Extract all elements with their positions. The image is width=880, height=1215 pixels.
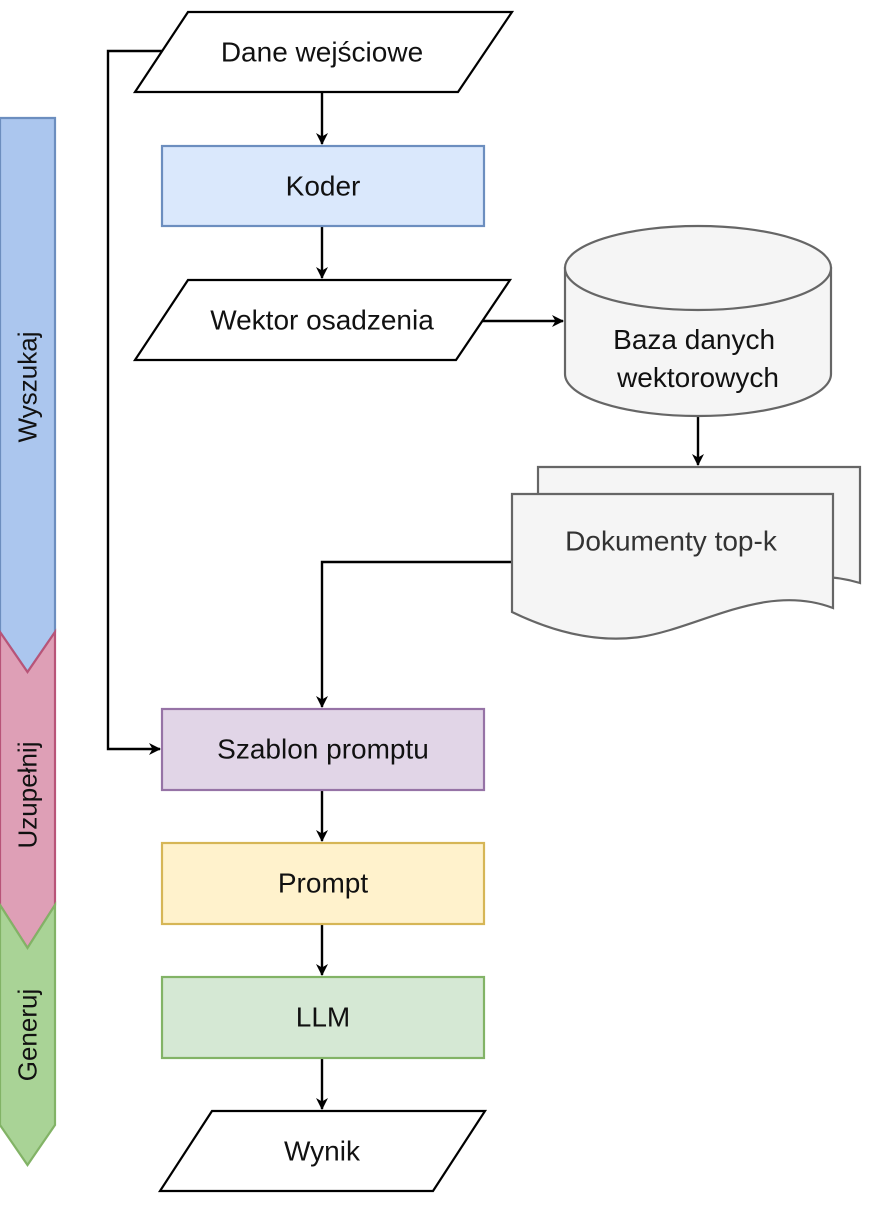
phase-generate: Generuj [0,901,57,1167]
node-vector-db-label-line1: Baza danych [613,324,775,355]
node-vector-db-label-line2: wektorowych [616,362,779,393]
node-topk-docs: Dokumenty top-k [510,465,862,640]
node-input-shape [132,10,515,94]
node-encoder-shape [160,144,486,228]
node-prompt-template-shape [160,707,486,792]
node-prompt: Prompt [160,841,486,926]
phase-augment: Uzupełnij [0,628,57,951]
node-output-shape [157,1109,488,1193]
node-llm-shape [160,975,486,1060]
node-encoder: Koder [160,144,486,228]
node-vector-db-label: Baza danych wektorowych [613,324,783,393]
node-encoder-label: Koder [286,171,361,202]
phase-generate-label: Generuj [13,989,43,1082]
node-llm: LLM [160,975,486,1060]
node-output: Wynik [157,1109,488,1193]
edge-input-to-prompt-template [106,49,162,755]
node-prompt-template: Szablon promptu [160,707,486,792]
node-prompt-template-label: Szablon promptu [217,734,429,765]
node-embedding-label: Wektor osadzenia [210,305,434,336]
node-embedding: Wektor osadzenia [132,278,513,362]
edge-topk-to-prompt-template [316,560,512,708]
node-vector-db: Baza danych wektorowych [563,224,833,418]
node-topk-docs-label: Dokumenty top-k [565,526,778,557]
edges [106,49,704,1110]
phase-retrieve-label: Wyszukaj [13,331,43,442]
node-input-label: Dane wejściowe [221,37,423,68]
node-topk-docs-front-page [510,492,835,640]
node-llm-label: LLM [296,1002,350,1033]
phase-retrieve: Wyszukaj [0,116,57,674]
node-input: Dane wejściowe [132,10,515,94]
node-output-label: Wynik [284,1136,361,1167]
node-prompt-label: Prompt [278,868,368,899]
phase-augment-label: Uzupełnij [13,742,43,849]
node-embedding-shape [132,278,513,362]
node-vector-db-top [563,224,833,312]
phase-generate-arrow [0,901,57,1167]
node-prompt-shape [160,841,486,926]
